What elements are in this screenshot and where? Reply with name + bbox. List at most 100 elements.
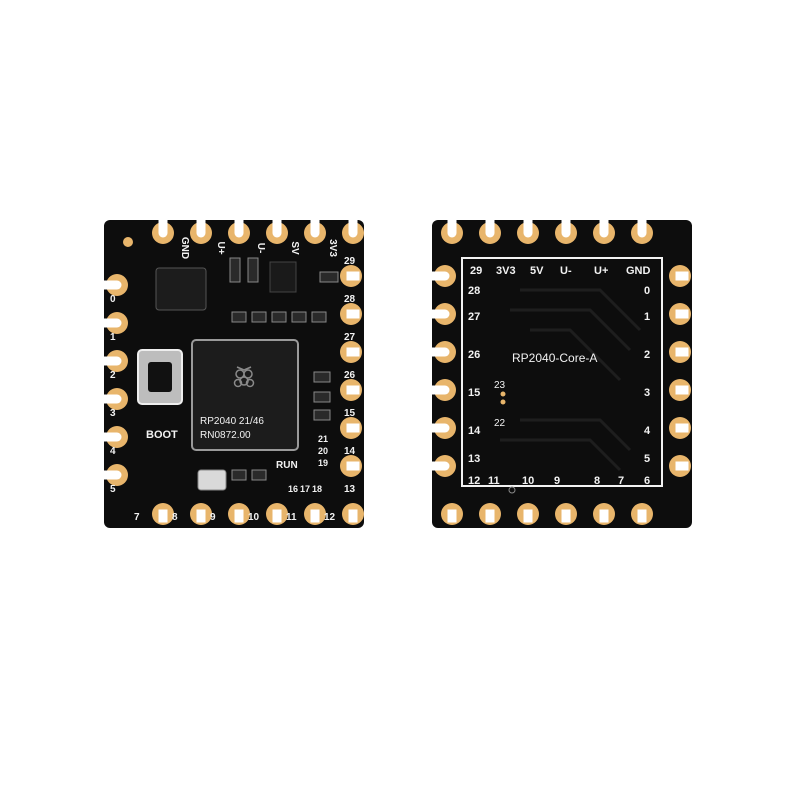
back-pad-bottom-4 [593, 503, 615, 525]
front-top-label-0: GND [179, 237, 190, 259]
test-pad-22 [500, 399, 506, 405]
front-right-label-4: 15 [344, 408, 356, 419]
front-pad-top-3 [266, 220, 288, 244]
front-right-label-6: 13 [344, 484, 356, 495]
front-pad-top-2 [228, 220, 250, 244]
back-top-label-4: U+ [594, 265, 608, 277]
back-right-label-0: 0 [644, 285, 650, 297]
front-right-label-5: 14 [344, 446, 356, 457]
front-inner-label-0: 21 [318, 434, 328, 444]
back-right-label-1: 1 [644, 311, 650, 323]
front-pad-bottom-0 [152, 503, 174, 525]
front-pad-top-1 [190, 220, 212, 244]
back-top-label-5: GND [626, 265, 651, 277]
front-right-label-3: 26 [344, 370, 356, 381]
back-bottom-label-1: 11 [488, 475, 500, 487]
back-bottom-label-6: 6 [644, 475, 650, 487]
back-right-label-3: 3 [644, 387, 650, 399]
back-pad-bottom-1 [479, 503, 501, 525]
back-pad-top-5 [631, 220, 653, 244]
front-left-label-1: 1 [110, 332, 116, 343]
front-board: RP2040 21/46 RN0872.00 BOOT RUN GND U+ U- S… [104, 220, 364, 528]
voltage-regulator [269, 261, 297, 293]
front-castellated-pads [104, 220, 364, 525]
back-bottom-label-2: 10 [522, 475, 534, 487]
front-inner-label-4: 17 [300, 484, 310, 494]
front-left-label-0: 0 [110, 294, 116, 305]
front-pad-right-3 [340, 379, 362, 401]
back-pad-left-4 [432, 417, 456, 439]
back-bottom-label-0: 12 [468, 475, 480, 487]
front-right-label-1: 28 [344, 294, 356, 305]
back-via [508, 486, 516, 494]
back-top-label-2: 5V [530, 265, 544, 277]
back-right-label-5: 5 [644, 453, 650, 465]
back-pad-right-0 [669, 265, 691, 287]
back-top-label-3: U- [560, 265, 572, 277]
front-pad-left-0 [104, 274, 128, 296]
back-pad-right-4 [669, 417, 691, 439]
front-pad-left-3 [104, 388, 128, 410]
front-inner-label-2: 19 [318, 458, 328, 468]
front-bottom-label-1: 8 [172, 512, 178, 523]
front-right-label-0: 29 [344, 256, 356, 267]
front-fiducial [123, 237, 133, 247]
back-pad-left-1 [432, 303, 456, 325]
front-pad-bottom-2 [228, 503, 250, 525]
front-pad-bottom-3 [266, 503, 288, 525]
front-pad-bottom-4 [304, 503, 326, 525]
back-pad-top-2 [517, 220, 539, 244]
boot-button-cap[interactable] [148, 362, 172, 392]
front-top-label-3: SV [289, 241, 300, 255]
front-inner-label-5: 18 [312, 484, 322, 494]
raspberry-logo-icon [233, 366, 255, 388]
boot-label: BOOT [146, 429, 178, 441]
chip-marking-line1: RP2040 21/46 [200, 416, 264, 427]
front-bottom-label-3: 10 [248, 512, 260, 523]
back-pad-bottom-0 [441, 503, 463, 525]
front-left-label-4: 4 [110, 446, 116, 457]
rp2040-chip [191, 339, 299, 451]
back-pad-bottom-5 [631, 503, 653, 525]
front-pad-top-4 [304, 220, 326, 244]
front-pad-bottom-1 [190, 503, 212, 525]
back-pad-left-2 [432, 341, 456, 363]
back-silkscreen-frame [461, 257, 663, 487]
back-bottom-label-3: 9 [554, 475, 560, 487]
front-right-label-2: 27 [344, 332, 356, 343]
back-label-23: 23 [494, 380, 506, 391]
crystal-oscillator [197, 469, 227, 491]
front-pad-right-1 [340, 303, 362, 325]
back-left-label-2: 26 [468, 349, 480, 361]
chip-marking-line2: RN0872.00 [200, 430, 251, 441]
back-pcb [432, 220, 692, 528]
run-label: RUN [276, 460, 298, 471]
back-bottom-label-5: 7 [618, 475, 624, 487]
front-pad-left-5 [104, 464, 128, 486]
back-left-label-3: 15 [468, 387, 480, 399]
back-left-label-0: 28 [468, 285, 480, 297]
back-left-label-4: 14 [468, 425, 481, 437]
back-pad-right-1 [669, 303, 691, 325]
front-pad-right-2 [340, 341, 362, 363]
back-pad-top-0 [441, 220, 463, 244]
front-bottom-label-5: 12 [324, 512, 336, 523]
front-top-label-2: U- [255, 243, 266, 254]
back-top-label-0: 29 [470, 265, 482, 277]
flash-chip [155, 267, 207, 311]
back-pad-bottom-3 [555, 503, 577, 525]
front-top-label-1: U+ [215, 241, 226, 254]
back-pad-right-5 [669, 455, 691, 477]
front-pad-top-5 [342, 220, 364, 244]
back-pad-right-3 [669, 379, 691, 401]
front-pad-bottom-5 [342, 503, 364, 525]
front-left-label-5: 5 [110, 484, 116, 495]
front-inner-label-3: 16 [288, 484, 298, 494]
front-left-label-3: 3 [110, 408, 116, 419]
back-left-label-5: 13 [468, 453, 480, 465]
board-title: RP2040-Core-A [512, 351, 597, 365]
front-pad-left-4 [104, 426, 128, 448]
